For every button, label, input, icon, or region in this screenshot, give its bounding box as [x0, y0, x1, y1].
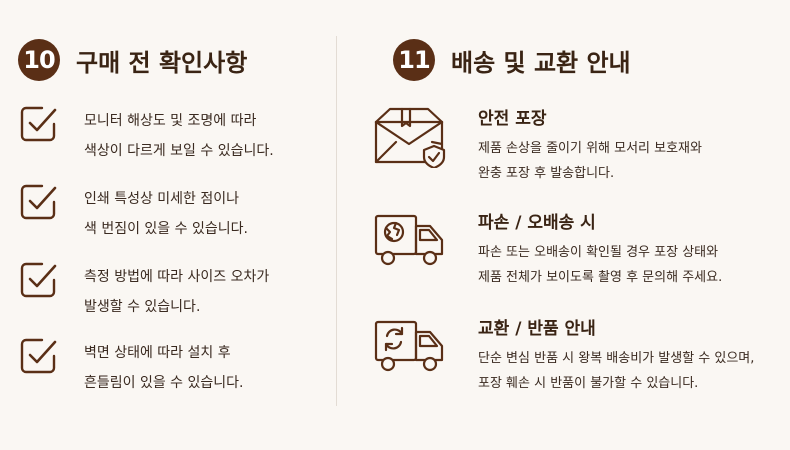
checkbox-check-icon [20, 106, 57, 142]
service-item-title: 파손 / 오배송 시 [478, 213, 596, 233]
section-title-shipping: 11 배송 및 교환 안내 [393, 39, 631, 81]
check-item-line: 발생할 수 있습니다. [84, 299, 201, 315]
service-item-desc-line: 제품 전체가 보이도록 촬영 후 문의해 주세요. [478, 270, 723, 285]
section-title-purchase-check: 10 구매 전 확인사항 [18, 39, 247, 81]
return-truck-icon [374, 320, 444, 372]
checkbox-check-icon [20, 184, 57, 220]
service-item-title: 교환 / 반품 안내 [478, 319, 596, 339]
section-number-badge: 11 [393, 39, 435, 81]
check-item: 벽면 상태에 따라 설치 후 흔들림이 있을 수 있습니다. [18, 336, 243, 398]
check-item-line: 벽면 상태에 따라 설치 후 [84, 345, 231, 361]
section-title-text: 구매 전 확인사항 [76, 48, 248, 77]
package-shield-icon [374, 107, 446, 168]
check-item-line: 색상이 다르게 보일 수 있습니다. [84, 143, 274, 159]
check-item-line: 색 번짐이 있을 수 있습니다. [84, 221, 248, 237]
check-item-line: 인쇄 특성상 미세한 점이나 [84, 191, 240, 207]
section-number-badge: 10 [18, 39, 60, 81]
check-item: 모니터 해상도 및 조명에 따라 색상이 다르게 보일 수 있습니다. [18, 104, 274, 166]
check-item: 측정 방법에 따라 사이즈 오차가 발생할 수 있습니다. [18, 260, 269, 322]
service-item-title: 안전 포장 [478, 109, 547, 129]
service-item-desc-line: 파손 또는 오배송이 확인될 경우 포장 상태와 [478, 245, 719, 260]
check-item-line: 흔들림이 있을 수 있습니다. [84, 375, 244, 391]
section-divider [336, 36, 337, 406]
service-item-desc-line: 포장 훼손 시 반품이 불가할 수 있습니다. [478, 376, 699, 391]
damaged-truck-icon [374, 214, 444, 266]
service-item-damage-misdelivery: 파손 / 오배송 시 파손 또는 오배송이 확인될 경우 포장 상태와 제품 전… [372, 208, 722, 290]
service-item-safe-packaging: 안전 포장 제품 손상을 줄이기 위해 모서리 보호재와 완충 포장 후 발송합… [372, 104, 702, 186]
service-item-desc-line: 완충 포장 후 발송합니다. [478, 166, 615, 181]
section-title-text: 배송 및 교환 안내 [451, 48, 631, 77]
check-item: 인쇄 특성상 미세한 점이나 색 번짐이 있을 수 있습니다. [18, 182, 248, 244]
check-item-line: 모니터 해상도 및 조명에 따라 [84, 113, 257, 129]
service-item-desc-line: 제품 손상을 줄이기 위해 모서리 보호재와 [478, 141, 702, 156]
service-item-exchange-return: 교환 / 반품 안내 단순 변심 반품 시 왕복 배송비가 발생할 수 있으며,… [372, 314, 754, 396]
checkbox-check-icon [20, 262, 57, 298]
check-item-line: 측정 방법에 따라 사이즈 오차가 [84, 269, 270, 285]
service-item-desc-line: 단순 변심 반품 시 왕복 배송비가 발생할 수 있으며, [478, 351, 755, 366]
checkbox-check-icon [20, 338, 57, 374]
